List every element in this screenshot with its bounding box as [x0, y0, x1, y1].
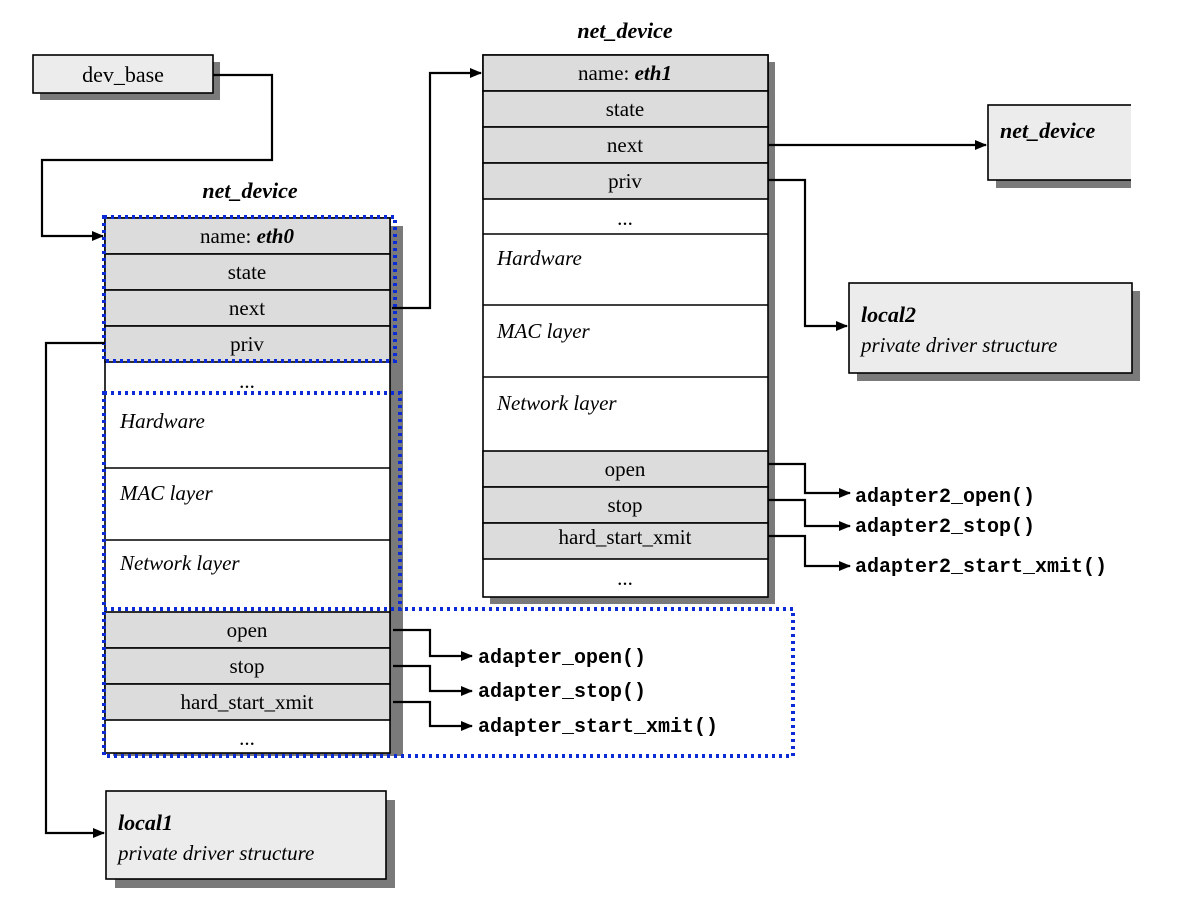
local2-box: local2 private driver structure: [848, 282, 1140, 381]
eth1-stop-row: [482, 486, 769, 524]
eth0-stop-row: [104, 647, 391, 685]
eth1-stop-arrow: [768, 498, 851, 531]
local1-title: local1: [118, 810, 173, 835]
eth1-stop-function: adapter2_stop(): [855, 516, 1035, 539]
local1-box: local1 private driver structure: [105, 790, 395, 888]
eth0-stop-arrow: [393, 664, 473, 696]
dev-base-arrow: [40, 73, 274, 241]
local2-title: local2: [861, 302, 916, 327]
eth1-mac-section: MAC layer: [496, 319, 591, 343]
eth1-title: net_device: [577, 18, 673, 43]
eth0-open-arrow: [393, 628, 473, 661]
eth1-state-field: state: [606, 97, 644, 121]
eth0-network-section: Network layer: [119, 551, 240, 575]
eth0-name-row: [104, 217, 391, 255]
eth1-priv-arrow: [768, 178, 848, 331]
eth0-ellipsis-bottom: ...: [239, 726, 255, 750]
eth0-ellipsis-top: ...: [239, 369, 255, 393]
eth1-xmit-field: hard_start_xmit: [559, 525, 692, 549]
eth0-stop-field: stop: [229, 654, 264, 678]
eth0-stop-function: adapter_stop(): [478, 681, 646, 704]
eth0-xmit-row: [104, 683, 391, 721]
eth1-name-field: name: eth1: [578, 61, 672, 85]
eth0-open-field: open: [227, 618, 268, 642]
eth1-open-arrow: [768, 462, 851, 498]
eth0-title: net_device: [202, 178, 298, 203]
eth1-hardware-section: Hardware: [496, 246, 582, 270]
eth0-methods-group: [102, 607, 795, 758]
eth0-open-row: [104, 611, 391, 649]
eth0-priv-field: priv: [230, 332, 264, 356]
local2-subtitle: private driver structure: [859, 333, 1057, 357]
eth1-xmit-row: [482, 522, 769, 560]
eth1-ellipsis-top: ...: [617, 206, 633, 230]
eth0-xmit-function: adapter_start_xmit(): [478, 716, 718, 739]
eth0-next-row: [104, 289, 391, 327]
eth1-open-function: adapter2_open(): [855, 486, 1035, 509]
eth0-priv-arrow: [44, 341, 105, 838]
eth1-next-field: next: [607, 133, 643, 157]
eth1-network-section: Network layer: [496, 391, 617, 415]
eth1-stop-field: stop: [607, 493, 642, 517]
eth1-name-row: [482, 54, 769, 92]
eth1-priv-row: [482, 162, 769, 200]
eth0-next-arrow: [392, 68, 482, 310]
eth1-priv-field: priv: [608, 169, 642, 193]
next-device-title: net_device: [1000, 118, 1096, 143]
eth1-ellipsis-bottom: ...: [617, 566, 633, 590]
eth0-state-field: state: [228, 260, 266, 284]
eth0-name-field: name: eth0: [200, 224, 294, 248]
eth0-struct: name: eth0 state next priv ... Hardware …: [104, 217, 403, 756]
eth1-open-field: open: [605, 457, 646, 481]
eth0-next-field: next: [229, 296, 265, 320]
eth1-state-row: [482, 90, 769, 128]
eth0-header-group: [102, 215, 397, 363]
eth0-priv-row: [104, 325, 391, 363]
dev-base-box: dev_base: [32, 54, 220, 100]
next-device-box: net_device: [987, 100, 1141, 192]
eth0-xmit-field: hard_start_xmit: [181, 690, 314, 714]
local1-subtitle: private driver structure: [116, 841, 314, 865]
eth0-xmit-arrow: [393, 700, 473, 731]
eth0-open-function: adapter_open(): [478, 647, 646, 670]
eth0-mac-section: MAC layer: [119, 481, 214, 505]
eth0-hardware-section: Hardware: [119, 409, 205, 433]
eth1-struct: name: eth1 state next priv ... Hardware …: [482, 54, 775, 604]
eth1-xmit-arrow: [768, 534, 851, 571]
eth1-xmit-function: adapter2_start_xmit(): [855, 556, 1107, 579]
dev-base-label: dev_base: [82, 62, 164, 87]
